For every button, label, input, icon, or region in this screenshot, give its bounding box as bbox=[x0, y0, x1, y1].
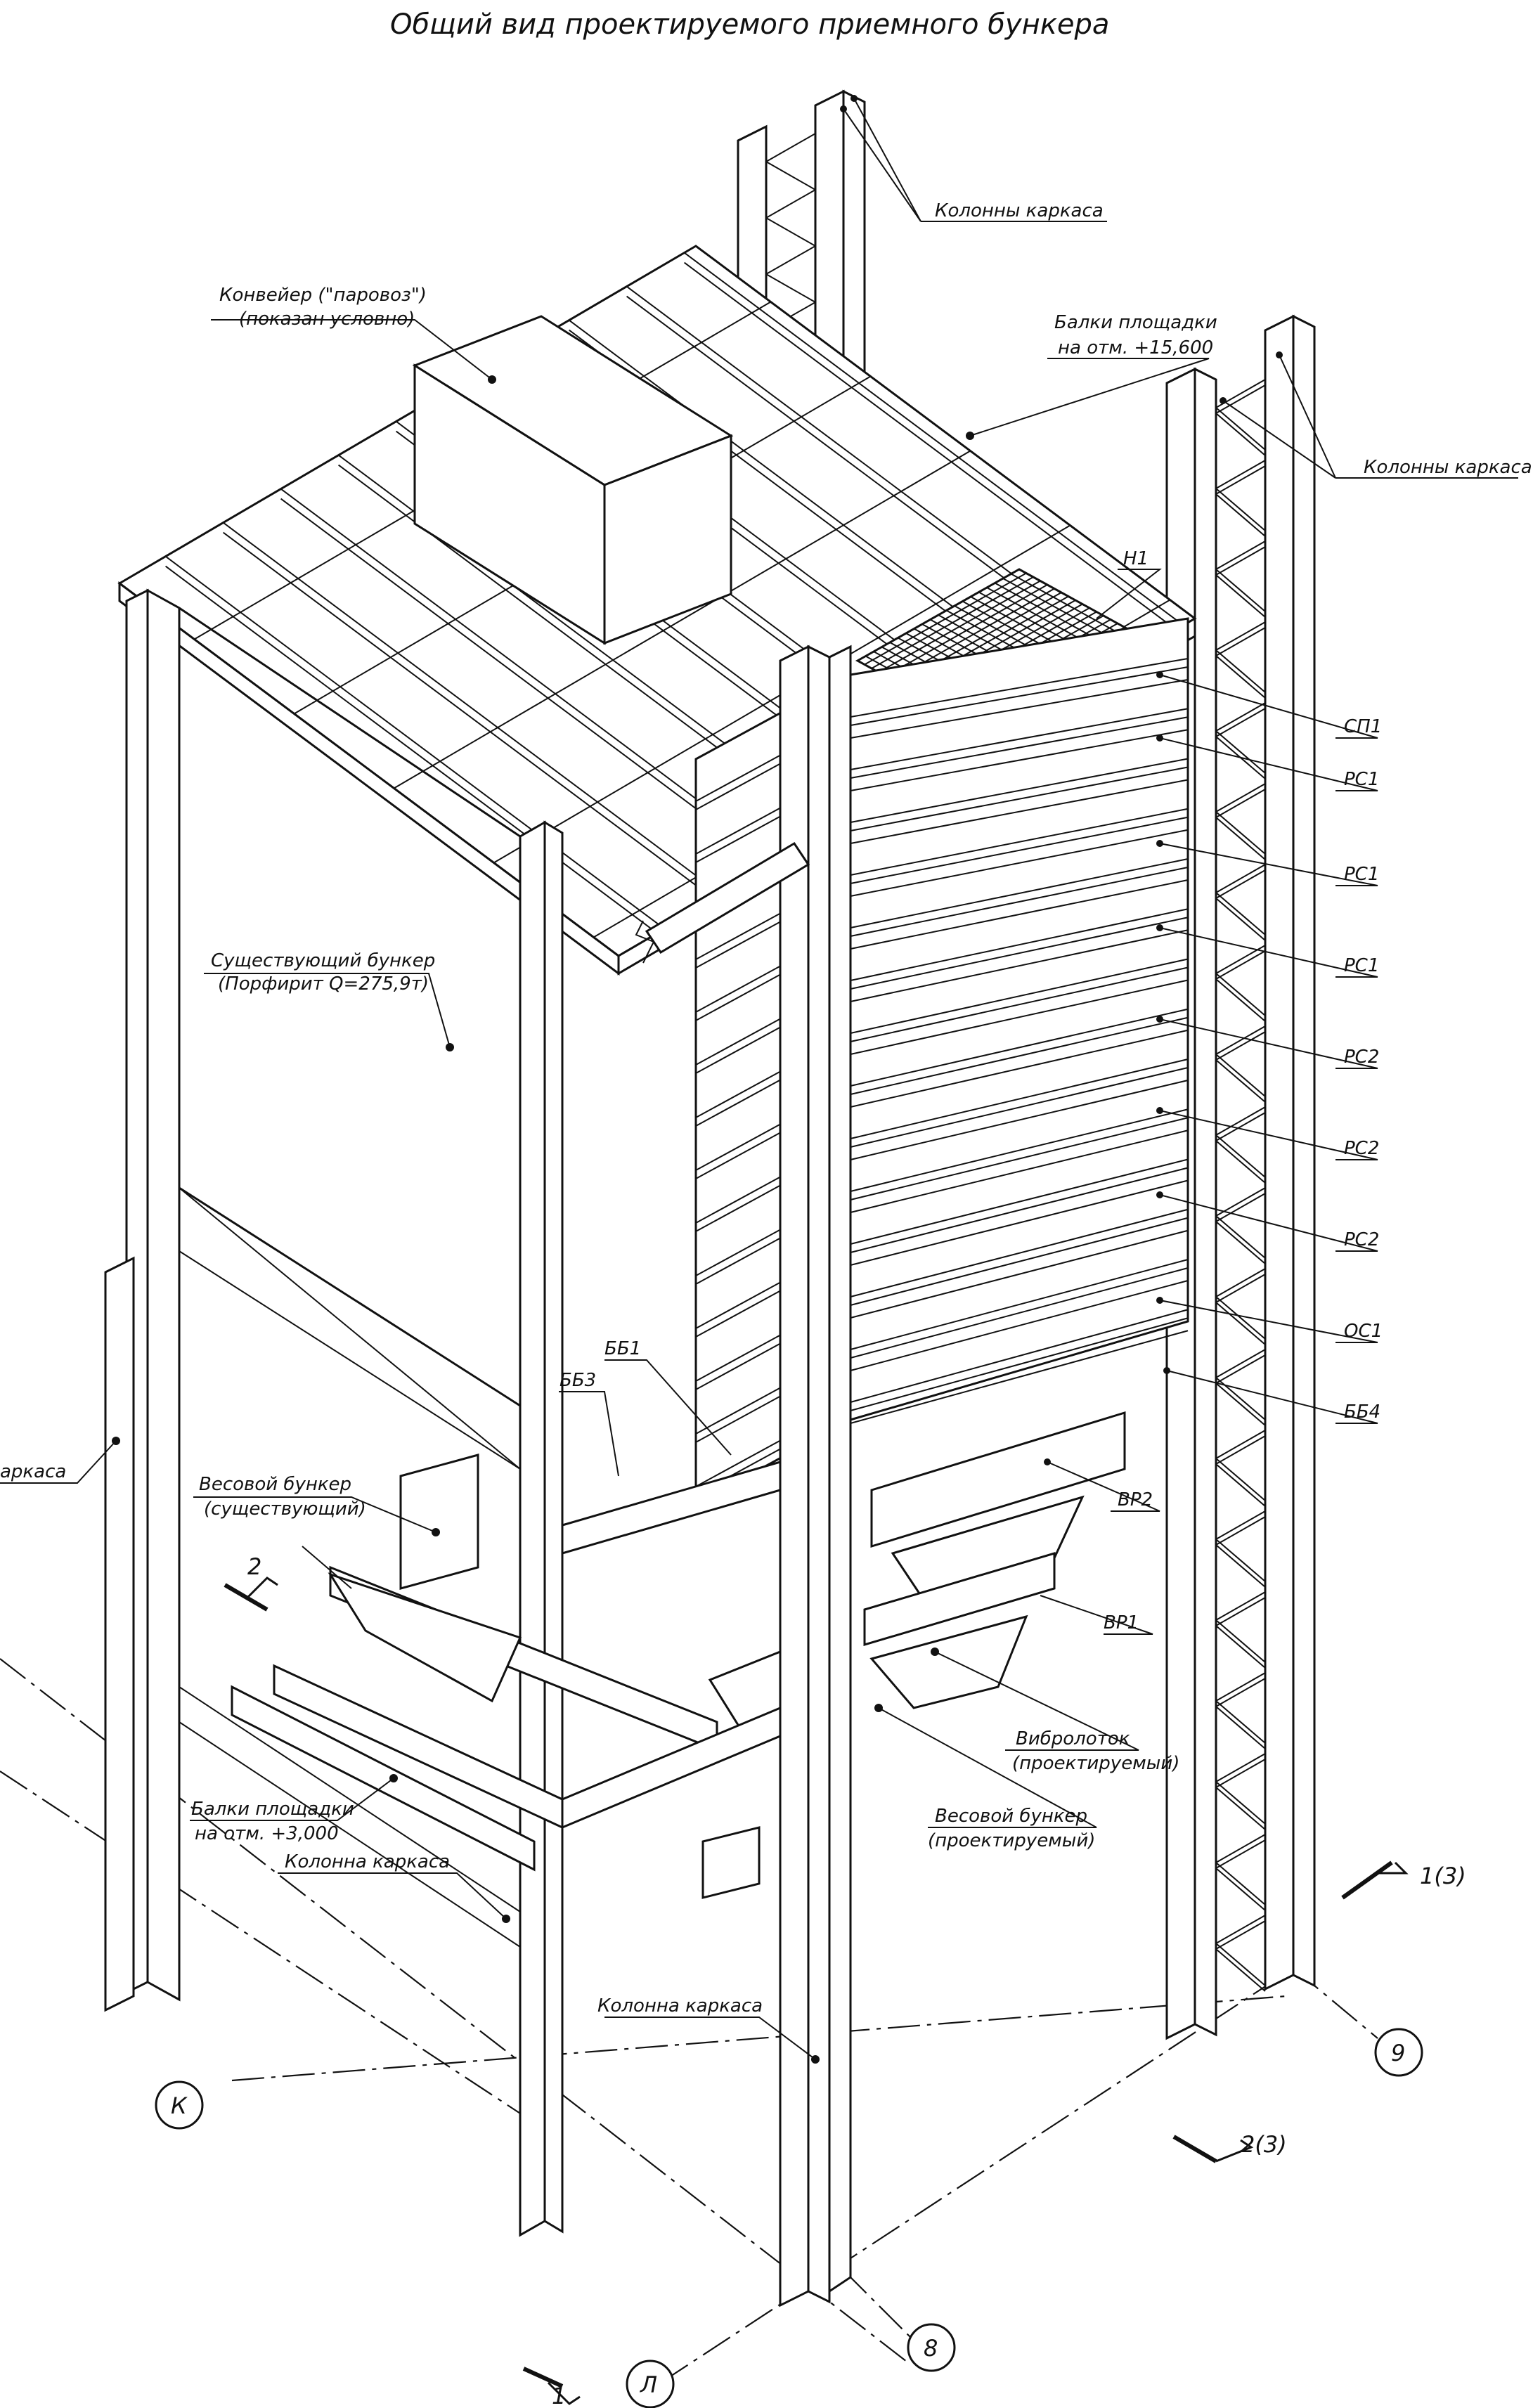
label-beams-top-1: Балки площадки bbox=[1054, 312, 1217, 333]
axis-label-8: 8 bbox=[924, 2335, 938, 2362]
section-label-1-3: 1(3) bbox=[1420, 1863, 1466, 1889]
label-rs2-a: РС2 bbox=[1344, 1047, 1379, 1068]
axis-bubble-l bbox=[626, 2360, 675, 2408]
label-rs1-b: РС1 bbox=[1344, 864, 1379, 885]
label-vr1: ВР1 bbox=[1104, 1612, 1139, 1633]
section-marks: 1(3) 2(3) 2 1 bbox=[224, 1553, 1466, 2408]
label-vr2: ВР2 bbox=[1118, 1489, 1153, 1510]
label-columns-top: Колонны каркаса bbox=[935, 200, 1104, 221]
label-weigh-existing-2: (существующий) bbox=[204, 1498, 366, 1520]
axis-bubble-k bbox=[155, 2080, 204, 2130]
label-beams-top-2: на отм. +15,600 bbox=[1058, 337, 1213, 358]
leaders bbox=[0, 98, 1518, 2060]
lower-equipment bbox=[231, 1411, 1126, 1899]
drawing-title: Общий вид проектируемого приемного бунке… bbox=[390, 8, 1109, 41]
label-weigh-new-1: Весовой бункер bbox=[935, 1806, 1087, 1827]
axis-bubble-9 bbox=[1374, 2028, 1423, 2077]
label-bb3: ББ3 bbox=[559, 1370, 596, 1391]
front-column bbox=[779, 645, 852, 2307]
conveyor-box bbox=[412, 315, 734, 645]
section-label-2-3: 2(3) bbox=[1241, 2131, 1287, 2158]
section-label-2: 2 bbox=[247, 1553, 261, 1580]
label-rs1-c: РС1 bbox=[1344, 955, 1379, 976]
label-left-column: аркаса bbox=[0, 1461, 66, 1482]
label-rs1-a: РС1 bbox=[1344, 769, 1379, 790]
axis-label-l: Л bbox=[640, 2371, 657, 2398]
label-bb4: ББ4 bbox=[1344, 1402, 1380, 1423]
label-existing-bunker-2: (Порфирит Q=275,9т) bbox=[218, 973, 429, 995]
bunker-body bbox=[694, 617, 1189, 1506]
beam-stub bbox=[635, 841, 810, 964]
label-beams-low-2: на отм. +3,000 bbox=[195, 1823, 339, 1844]
label-conveyor-1: Конвейер ("паровоз") bbox=[219, 285, 427, 306]
label-conveyor-2: (показан условно) bbox=[239, 309, 415, 330]
label-rs2-b: РС2 bbox=[1344, 1138, 1379, 1159]
section-label-1: 1 bbox=[552, 2383, 566, 2408]
label-vibro-2: (проектируемый) bbox=[1012, 1753, 1179, 1774]
label-vibro-1: Вибролоток bbox=[1016, 1728, 1130, 1749]
axis-label-9: 9 bbox=[1391, 2040, 1405, 2066]
label-bb1: ББ1 bbox=[604, 1338, 641, 1359]
axis-bubble-8 bbox=[907, 2323, 956, 2372]
label-sp1: СП1 bbox=[1344, 716, 1382, 737]
label-column-frame-2: Колонна каркаса bbox=[597, 1995, 763, 2017]
label-rs2-c: РС2 bbox=[1344, 1229, 1379, 1250]
labels: Колонны каркаса Конвейер ("паровоз") (по… bbox=[0, 200, 1532, 2017]
label-weigh-existing-1: Весовой бункер bbox=[199, 1474, 351, 1495]
label-existing-bunker-1: Существующий бункер bbox=[211, 950, 435, 971]
axis-bubbles: К Л 8 9 bbox=[155, 2028, 1423, 2408]
label-os1: ОС1 bbox=[1344, 1321, 1383, 1342]
label-beams-low-1: Балки площадки bbox=[191, 1799, 354, 1820]
left-frame bbox=[104, 588, 564, 2237]
label-column-frame-1: Колонна каркаса bbox=[285, 1851, 450, 1872]
label-h1: Н1 bbox=[1123, 548, 1149, 569]
label-columns-right: Колонны каркаса bbox=[1364, 457, 1532, 478]
label-weigh-new-2: (проектируемый) bbox=[928, 1830, 1095, 1851]
leader-dots bbox=[112, 95, 1283, 2064]
axis-label-k: К bbox=[171, 2092, 188, 2119]
